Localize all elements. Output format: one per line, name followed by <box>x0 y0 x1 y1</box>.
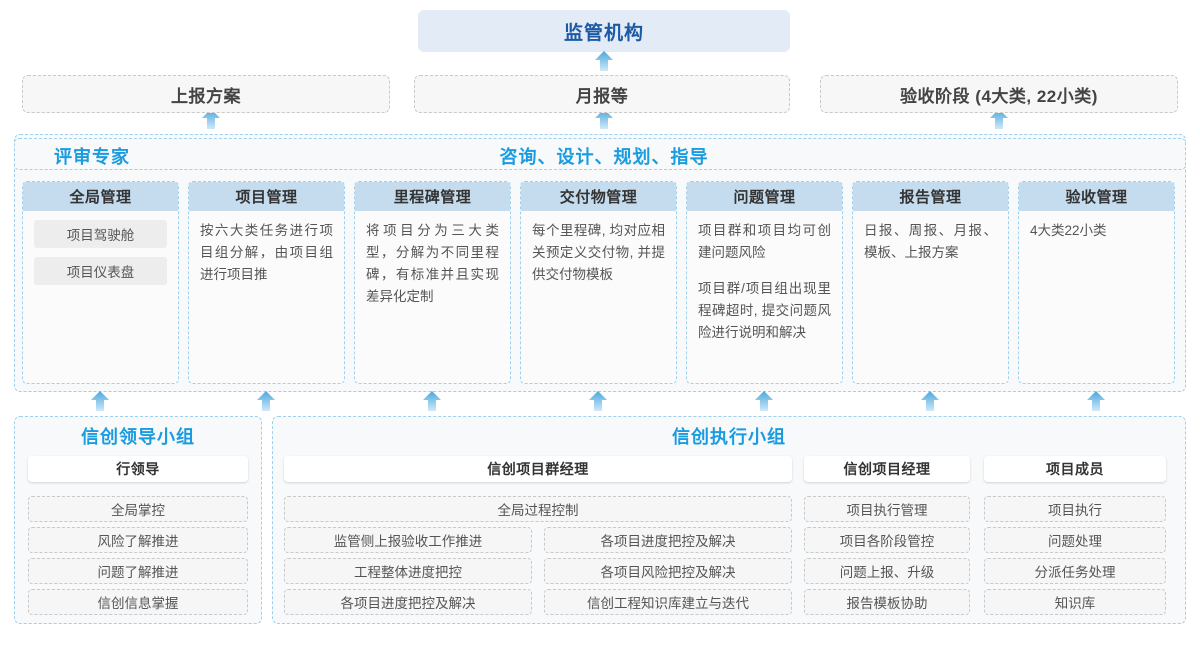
project-manager-task-cell[interactable]: 问题上报、升级 <box>804 558 970 584</box>
arrow-up-column-0 <box>89 390 111 412</box>
expert-header-strip <box>14 138 1186 170</box>
member-task-cell[interactable]: 问题处理 <box>984 527 1166 553</box>
role-header-member[interactable]: 项目成员 <box>984 456 1166 482</box>
regulator-label: 监管机构 <box>563 22 644 44</box>
lead-task-cell[interactable]: 风险了解推进 <box>28 527 248 553</box>
management-paragraph: 项目群/项目组出现里程碑超时, 提交问题风险进行说明和解决 <box>698 281 831 340</box>
exec-group-title: 信创执行小组 <box>672 427 786 447</box>
management-column[interactable]: 问题管理项目群和项目均可创建问题风险项目群/项目组出现里程碑超时, 提交问题风险… <box>686 181 843 384</box>
management-chip[interactable]: 项目仪表盘 <box>34 257 167 285</box>
report-box-acceptance-stage: 验收阶段 (4大类, 22小类) <box>820 75 1178 113</box>
consult-label: 咨询、设计、规划、指导 <box>499 147 709 167</box>
lead-task-cell[interactable]: 全局掌控 <box>28 496 248 522</box>
expert-label: 评审专家 <box>54 147 130 167</box>
report-box-label: 上报方案 <box>171 86 241 106</box>
report-box-label: 验收阶段 (4大类, 22小类) <box>900 86 1098 106</box>
management-paragraph: 项目群和项目均可创建问题风险 <box>698 223 831 260</box>
management-column[interactable]: 里程碑管理将项目分为三大类型，分解为不同里程碑，有标准并且实现差异化定制 <box>354 181 511 384</box>
report-box-submission-plan: 上报方案 <box>22 75 390 113</box>
pgm-right-cell[interactable]: 各项目风险把控及解决 <box>544 558 792 584</box>
management-chip[interactable]: 项目驾驶舱 <box>34 220 167 248</box>
arrow-up-column-5 <box>919 390 941 412</box>
management-column-title: 里程碑管理 <box>355 182 510 211</box>
management-column-body: 项目驾驶舱项目仪表盘 <box>23 211 178 285</box>
pgm-wide-cell[interactable]: 全局过程控制 <box>284 496 792 522</box>
member-task-cell[interactable]: 分派任务处理 <box>984 558 1166 584</box>
management-column-body: 4大类22小类 <box>1019 211 1174 242</box>
management-column[interactable]: 项目管理按六大类任务进行项目组分解，由项目组进行项目推 <box>188 181 345 384</box>
pgm-right-cell[interactable]: 各项目进度把控及解决 <box>544 527 792 553</box>
project-manager-task-cell[interactable]: 项目执行管理 <box>804 496 970 522</box>
lead-task-cell[interactable]: 信创信息掌握 <box>28 589 248 615</box>
arrow-up-column-3 <box>587 390 609 412</box>
pgm-left-cell[interactable]: 工程整体进度把控 <box>284 558 532 584</box>
arrow-up-column-1 <box>255 390 277 412</box>
arrow-up-report-0 <box>200 108 222 130</box>
management-column-body: 项目群和项目均可创建问题风险项目群/项目组出现里程碑超时, 提交问题风险进行说明… <box>687 211 842 344</box>
management-column-body: 将项目分为三大类型，分解为不同里程碑，有标准并且实现差异化定制 <box>355 211 510 308</box>
management-column[interactable]: 全局管理项目驾驶舱项目仪表盘 <box>22 181 179 384</box>
member-task-cell[interactable]: 项目执行 <box>984 496 1166 522</box>
management-column-title: 报告管理 <box>853 182 1008 211</box>
management-column-title: 验收管理 <box>1019 182 1174 211</box>
project-manager-task-cell[interactable]: 项目各阶段管控 <box>804 527 970 553</box>
arrow-up-column-4 <box>753 390 775 412</box>
pgm-left-cell[interactable]: 各项目进度把控及解决 <box>284 589 532 615</box>
management-column[interactable]: 交付物管理每个里程碑, 均对应相关预定义交付物, 并提供交付物模板 <box>520 181 677 384</box>
management-column-body: 日报、周报、月报、模板、上报方案 <box>853 211 1008 264</box>
management-column-title: 项目管理 <box>189 182 344 211</box>
management-column-body: 按六大类任务进行项目组分解，由项目组进行项目推 <box>189 211 344 286</box>
arrow-up-column-6 <box>1085 390 1107 412</box>
project-manager-task-cell[interactable]: 报告模板协助 <box>804 589 970 615</box>
member-task-cell[interactable]: 知识库 <box>984 589 1166 615</box>
management-column-title: 全局管理 <box>23 182 178 211</box>
arrow-up-report-1 <box>593 108 615 130</box>
management-column[interactable]: 验收管理 4大类22小类 <box>1018 181 1175 384</box>
management-column-title: 交付物管理 <box>521 182 676 211</box>
management-paragraph: 按六大类任务进行项目组分解，由项目组进行项目推 <box>200 223 333 282</box>
management-paragraph: 将项目分为三大类型，分解为不同里程碑，有标准并且实现差异化定制 <box>366 223 499 304</box>
role-header-lead[interactable]: 行领导 <box>28 456 248 482</box>
management-paragraph: 4大类22小类 <box>1030 223 1107 238</box>
report-box-monthly-report: 月报等 <box>414 75 790 113</box>
management-column-title: 问题管理 <box>687 182 842 211</box>
management-paragraph: 每个里程碑, 均对应相关预定义交付物, 并提供交付物模板 <box>532 223 665 282</box>
pgm-right-cell[interactable]: 信创工程知识库建立与迭代 <box>544 589 792 615</box>
arrow-up-report-2 <box>988 108 1010 130</box>
management-column[interactable]: 报告管理日报、周报、月报、模板、上报方案 <box>852 181 1009 384</box>
management-paragraph: 日报、周报、月报、模板、上报方案 <box>864 223 997 260</box>
pgm-left-cell[interactable]: 监管侧上报验收工作推进 <box>284 527 532 553</box>
role-header-project-manager[interactable]: 信创项目经理 <box>804 456 970 482</box>
lead-group-title: 信创领导小组 <box>81 427 195 447</box>
arrow-up-column-2 <box>421 390 443 412</box>
role-header-program-manager[interactable]: 信创项目群经理 <box>284 456 792 482</box>
regulator-box: 监管机构 <box>418 10 790 52</box>
arrow-up-regulator <box>593 50 615 72</box>
management-column-body: 每个里程碑, 均对应相关预定义交付物, 并提供交付物模板 <box>521 211 676 286</box>
lead-task-cell[interactable]: 问题了解推进 <box>28 558 248 584</box>
report-box-label: 月报等 <box>575 86 629 106</box>
